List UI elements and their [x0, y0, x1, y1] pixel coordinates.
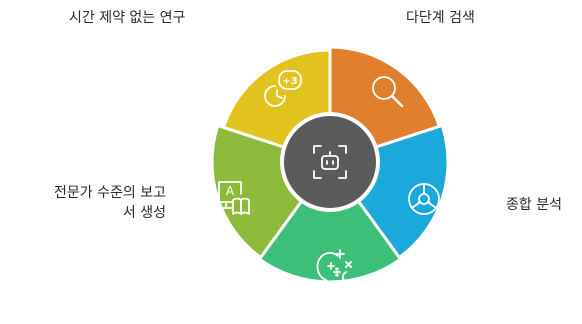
label-multi-step-search: 다단계 검색: [406, 8, 475, 28]
label-text: 종합 분석: [506, 197, 562, 213]
label-comprehensive-analysis: 종합 분석: [506, 195, 562, 215]
magnifier-icon: [372, 76, 404, 108]
head-math-icon: [316, 249, 352, 289]
label-text: 시간 제약 없는 연구: [69, 10, 186, 26]
robot-icon: [313, 145, 347, 179]
pie-chart-icon: [408, 183, 440, 215]
petal-analysis: [258, 160, 402, 284]
label-line-2: 서 생성: [122, 205, 166, 222]
clock-plus-three-icon: +3: [264, 70, 302, 107]
svg-text:A: A: [226, 184, 235, 198]
svg-text:+3: +3: [282, 76, 297, 87]
label-time-unlimited-research: 시간 제약 없는 연구: [69, 8, 185, 28]
report-book-icon: A: [218, 181, 250, 215]
label-text: 다단계 검색: [406, 10, 475, 26]
hub-circle: [280, 112, 380, 212]
label-expert-report: 전문가 수준의 보고 서 생성: [6, 183, 166, 224]
label-line-1: 전문가 수준의 보고: [54, 185, 166, 201]
